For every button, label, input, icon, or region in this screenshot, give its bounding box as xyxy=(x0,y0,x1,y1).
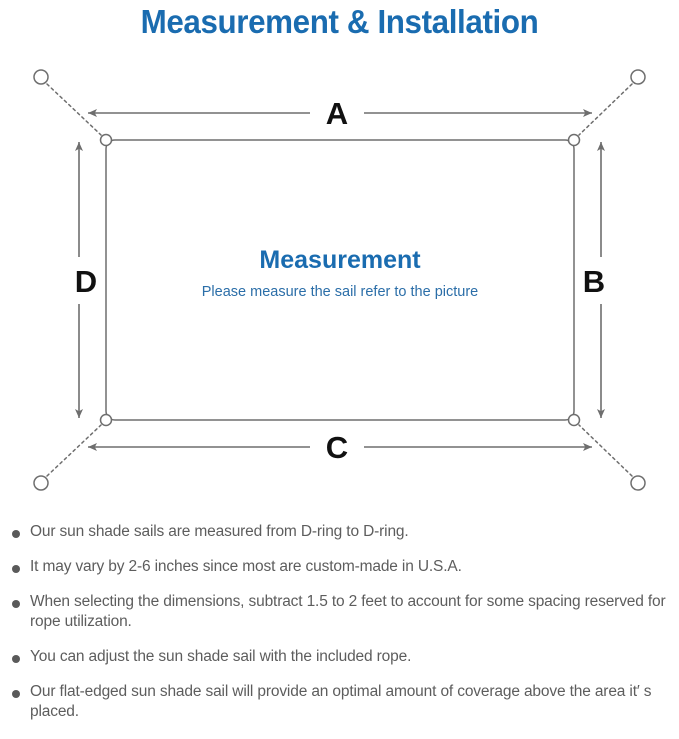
diagram-center-subtitle: Please measure the sail refer to the pic… xyxy=(202,284,478,300)
rope-line-bottom-right xyxy=(578,424,633,477)
dimension-label-c: C xyxy=(326,430,348,465)
list-item-text: You can adjust the sun shade sail with t… xyxy=(30,648,412,665)
list-item: Our flat-edged sun shade sail will provi… xyxy=(0,682,679,722)
page-title: Measurement & Installation xyxy=(140,3,539,40)
bullet-icon xyxy=(12,530,20,538)
rope-line-top-right xyxy=(578,83,633,136)
rope-line-top-left xyxy=(46,83,102,136)
sail-corner-top-right xyxy=(567,133,581,147)
d-ring-bottom-right xyxy=(630,475,646,491)
diagram-center-title: Measurement xyxy=(259,246,421,274)
list-item-text: Our flat-edged sun shade sail will provi… xyxy=(30,683,652,720)
dimension-label-a: A xyxy=(326,96,348,131)
bullet-icon xyxy=(12,565,20,573)
sail-corner-bottom-left xyxy=(99,413,113,427)
bullet-icon xyxy=(12,690,20,698)
sail-body xyxy=(105,139,575,421)
sail-corner-top-left xyxy=(99,133,113,147)
list-item-text: It may vary by 2-6 inches since most are… xyxy=(30,558,462,575)
sun-shade-sail-measurement-diagram: A C D B Measurement Please measure the s… xyxy=(0,52,679,517)
list-item: It may vary by 2-6 inches since most are… xyxy=(0,557,679,577)
list-item: When selecting the dimensions, subtract … xyxy=(0,592,679,632)
list-item-text: Our sun shade sails are measured from D-… xyxy=(30,523,409,540)
d-ring-top-right xyxy=(630,69,646,85)
dimension-label-d: D xyxy=(75,264,97,299)
list-item-text: When selecting the dimensions, subtract … xyxy=(30,593,666,630)
bullet-icon xyxy=(12,600,20,608)
dimension-label-b: B xyxy=(583,264,605,299)
list-item: You can adjust the sun shade sail with t… xyxy=(0,647,679,667)
d-ring-top-left xyxy=(33,69,49,85)
d-ring-bottom-left xyxy=(33,475,49,491)
sail-corner-bottom-right xyxy=(567,413,581,427)
bullet-icon xyxy=(12,655,20,663)
rope-line-bottom-left xyxy=(46,424,102,477)
list-item: Our sun shade sails are measured from D-… xyxy=(0,522,679,542)
notes-list: Our sun shade sails are measured from D-… xyxy=(0,522,679,737)
